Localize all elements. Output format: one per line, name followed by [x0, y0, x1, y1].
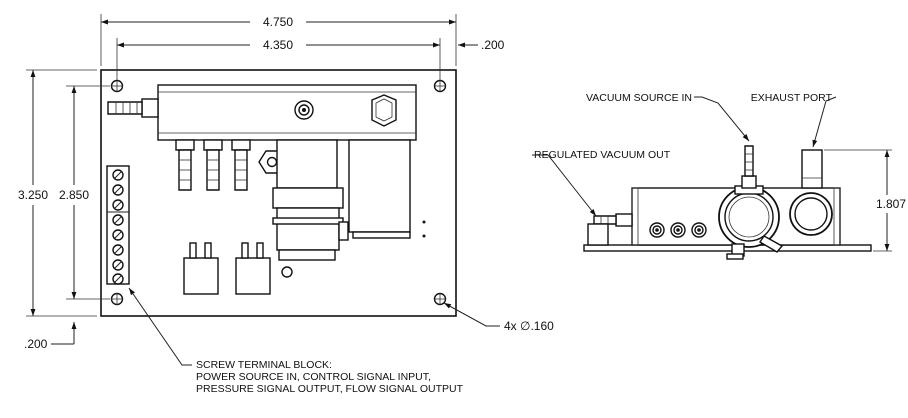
screw-terminal-block	[106, 165, 130, 285]
dim-hole-spacing-x: 4.350	[263, 38, 293, 52]
side-base-plate	[583, 244, 872, 252]
terminal-screw	[112, 214, 124, 226]
side-port	[649, 222, 665, 238]
dim-overall-width: 4.750	[263, 15, 293, 29]
terminal-screw	[112, 229, 124, 241]
port-fitting	[294, 100, 314, 120]
mounting-hole	[110, 292, 124, 306]
terminal-label-line2: POWER SOURCE IN, CONTROL SIGNAL INPUT,	[196, 371, 431, 383]
side-port	[691, 222, 707, 238]
hose-barb	[231, 139, 251, 191]
terminal-screw	[112, 259, 124, 271]
vacuum-source-in-label: VACUUM SOURCE IN	[586, 92, 692, 104]
terminal-screw	[112, 244, 124, 256]
terminal-label-line3: PRESSURE SIGNAL OUTPUT, FLOW SIGNAL OUTP…	[196, 383, 464, 395]
regulated-vacuum-out-barb	[587, 213, 633, 246]
dim-edge-offset-bottom: .200	[24, 337, 48, 351]
sensor-housing	[348, 139, 426, 239]
exhaust-port-label: EXHAUST PORT	[751, 92, 833, 104]
hose-barb	[203, 139, 223, 191]
side-port	[670, 222, 686, 238]
dim-hole-spacing-y: 2.850	[59, 188, 89, 202]
vacuum-source-barb	[741, 145, 757, 189]
terminal-screw	[112, 199, 124, 211]
hose-barb	[175, 139, 195, 191]
side-exhaust-port	[789, 149, 833, 236]
board-hole	[281, 266, 293, 278]
side-solenoid	[718, 185, 784, 260]
terminal-screw	[112, 184, 124, 196]
mounting-hole	[110, 79, 124, 93]
dim-side-height: 1.807	[876, 197, 906, 211]
mounting-hole	[433, 292, 447, 306]
solenoid-valve	[272, 139, 349, 261]
mounting-hole	[433, 79, 447, 93]
regulated-vacuum-out-label: REGULATED VACUUM OUT	[534, 149, 671, 161]
left-hose-barb	[107, 101, 143, 115]
inlet-fitting	[141, 98, 159, 118]
hex-fitting	[371, 94, 397, 127]
side-view: 1.807 VACUUM SOURCE IN EXHAUST PORT REGU…	[532, 92, 906, 260]
terminal-screw	[112, 273, 124, 285]
dim-overall-height: 3.250	[18, 188, 48, 202]
pressure-sensor	[235, 242, 271, 295]
terminal-screw	[112, 169, 124, 181]
hole-callout: 4x ∅.160	[504, 319, 554, 333]
top-view: 4.750 4.350 .200 3.250 2.850 .200 4x ∅.1…	[18, 14, 554, 395]
terminal-label-line1: SCREW TERMINAL BLOCK:	[196, 359, 332, 371]
dim-edge-offset-right: .200	[481, 38, 505, 52]
pressure-sensor	[183, 242, 219, 295]
